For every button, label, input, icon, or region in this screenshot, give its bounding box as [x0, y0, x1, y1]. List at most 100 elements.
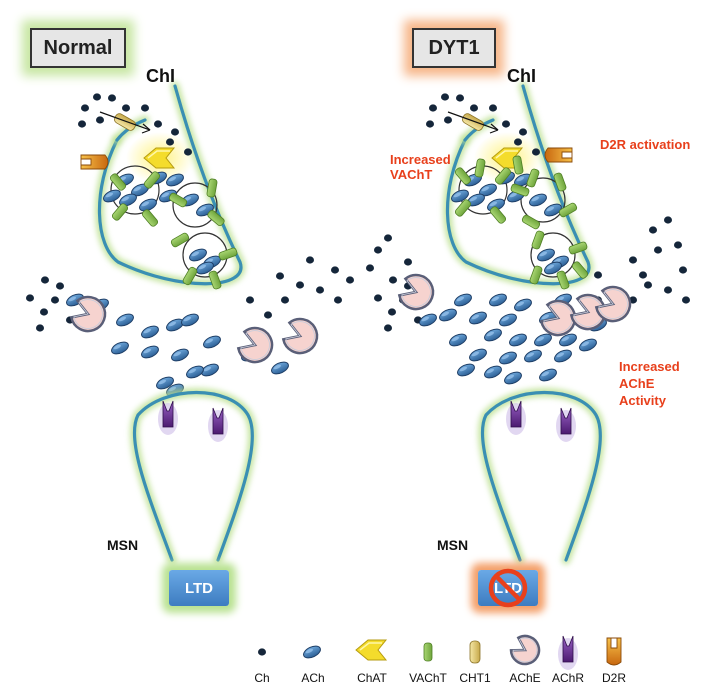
- vacht-transporter: [568, 241, 588, 255]
- vacht-transporter: [208, 270, 222, 290]
- choline-dot: [366, 264, 374, 272]
- acetylcholine-molecule: [103, 189, 121, 203]
- choline-dot: [456, 94, 464, 102]
- vacht-transporter: [141, 209, 159, 227]
- left-ltd-label: LTD: [184, 579, 214, 597]
- legend-label-achr: AChR: [551, 671, 584, 685]
- legend-item-achr-receptor-icon: [558, 635, 578, 670]
- vacht-transporter: [494, 167, 512, 185]
- achr-receptor: [558, 635, 578, 670]
- choline-dot: [664, 216, 672, 224]
- acetylcholine-molecule: [171, 348, 189, 362]
- acetylcholine-molecule: [116, 313, 134, 327]
- increased-vacht-annotation: Increased VAChT: [390, 152, 451, 182]
- choline-dot: [331, 266, 339, 274]
- normal-panel: [26, 81, 354, 565]
- legend-label-chat: ChAT: [357, 671, 387, 685]
- legend-item-cht1-cylinder-icon: [469, 640, 481, 664]
- choline-dot: [429, 104, 437, 112]
- uptake-arrow: [447, 111, 499, 131]
- choline-dot: [664, 286, 672, 294]
- synaptic-vesicle: [530, 232, 576, 278]
- acetylcholine-molecule: [181, 313, 199, 327]
- vacht-transporter: [423, 642, 433, 662]
- choline-dot: [26, 294, 34, 302]
- synaptic-vesicle: [520, 177, 566, 223]
- ache-enzyme: [509, 634, 541, 666]
- acetylcholine-molecule: [559, 333, 577, 347]
- legend-item-vacht-cylinder-icon: [423, 642, 433, 662]
- d2r-activation-annotation: D2R activation: [600, 137, 691, 152]
- msn-membrane: [480, 390, 602, 562]
- cht1-transporter: [114, 113, 136, 131]
- choline-dot: [444, 116, 452, 124]
- acetylcholine-molecule: [469, 311, 487, 325]
- ache-enzyme: [69, 295, 107, 333]
- acetylcholine-molecule: [484, 365, 502, 379]
- choline-dot: [594, 271, 602, 279]
- choline-dot: [374, 294, 382, 302]
- vacht-transporter: [206, 178, 218, 198]
- d2r-receptor: [606, 637, 622, 666]
- acetylcholine-molecule: [544, 203, 562, 217]
- choline-dot: [384, 234, 392, 242]
- left-msn-label: MSN: [107, 537, 139, 553]
- d2r-receptor: [80, 154, 109, 170]
- choline-dot: [682, 296, 690, 304]
- ache-enzyme: [539, 299, 577, 337]
- dyt1-panel: [366, 81, 690, 565]
- uptake-arrow-head: [489, 123, 499, 134]
- vacht-transporter: [454, 167, 472, 185]
- acetylcholine-molecule: [203, 335, 221, 349]
- msn-membrane: [132, 390, 254, 562]
- legend-label-ch: Ch: [254, 671, 270, 685]
- choline-dot: [36, 324, 44, 332]
- vacht-transporter: [521, 214, 541, 230]
- choline-dot: [489, 104, 497, 112]
- acetylcholine-molecule: [469, 348, 487, 362]
- acetylcholine-molecule: [504, 371, 522, 385]
- legend: [258, 634, 622, 670]
- acetylcholine-molecule: [499, 351, 517, 365]
- choline-dot: [246, 296, 254, 304]
- choline-dot: [171, 128, 179, 136]
- choline-dot: [93, 93, 101, 101]
- msn-membrane-glow: [130, 388, 257, 565]
- choline-dot: [96, 116, 104, 124]
- choline-dot: [639, 271, 647, 279]
- vacht-transporter: [109, 173, 127, 191]
- vacht-transporter: [531, 230, 545, 250]
- choline-dot: [470, 104, 478, 112]
- acetylcholine-molecule: [141, 325, 159, 339]
- legend-label-vacht: VAChT: [409, 671, 447, 685]
- increased-ache-annotation: Increased AChE Activity: [619, 359, 680, 408]
- choline-dot: [519, 128, 527, 136]
- ache-enzyme: [594, 285, 632, 323]
- acetylcholine-molecule: [509, 333, 527, 347]
- vacht-transporter: [512, 155, 524, 175]
- choline-dot: [258, 648, 266, 656]
- uptake-arrow: [99, 111, 151, 131]
- ache-enzyme: [236, 326, 274, 364]
- uptake-arrow-head: [141, 123, 151, 134]
- vacht-transporter: [170, 232, 190, 248]
- acetylcholine-molecule: [196, 261, 214, 275]
- choline-dot: [384, 324, 392, 332]
- vacht-transporter: [143, 171, 161, 189]
- left-ltd-box: LTD: [169, 570, 229, 606]
- acetylcholine-molecule: [139, 198, 157, 212]
- chat-enzyme: [355, 639, 388, 661]
- acetylcholine-molecule: [579, 338, 597, 352]
- vacht-transporter: [182, 266, 198, 286]
- choline-dot: [264, 311, 272, 319]
- d2r-receptor: [544, 147, 573, 163]
- legend-item-ache-pacman-icon: [509, 634, 541, 666]
- choline-dot: [51, 296, 59, 304]
- normal-title-box: Normal: [30, 28, 126, 68]
- choline-dot: [281, 296, 289, 304]
- acetylcholine-molecule: [534, 333, 552, 347]
- choline-dot: [629, 256, 637, 264]
- choline-dot: [316, 286, 324, 294]
- acetylcholine-molecule: [539, 368, 557, 382]
- vacht-transporter: [571, 261, 589, 279]
